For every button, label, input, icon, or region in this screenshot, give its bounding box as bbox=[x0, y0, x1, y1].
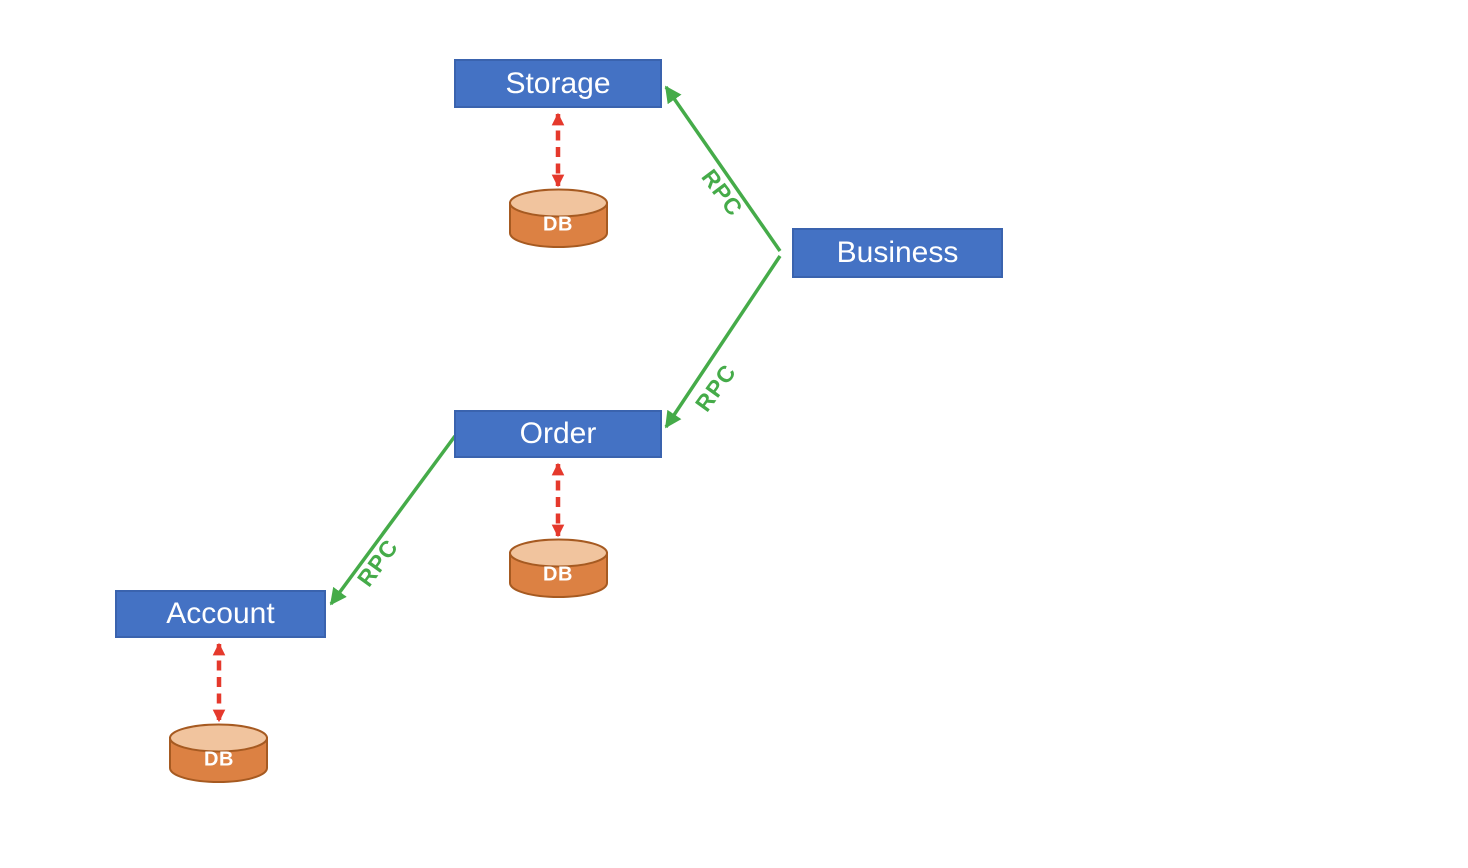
edge-business-to-storage bbox=[664, 85, 782, 252]
node-label-order: Order bbox=[519, 417, 597, 450]
db-cylinder-order bbox=[509, 538, 608, 598]
db-label-account: DB bbox=[204, 748, 234, 771]
db-cylinder-account bbox=[169, 723, 268, 783]
edge-business-to-order bbox=[664, 255, 782, 429]
db-cylinder-top bbox=[509, 538, 608, 568]
service-node-business: Business bbox=[792, 228, 1003, 278]
db-cylinder-storage bbox=[509, 188, 608, 248]
node-label-storage: Storage bbox=[505, 66, 611, 100]
service-node-storage: Storage bbox=[454, 59, 662, 108]
edge-order-to-account bbox=[329, 434, 457, 606]
db-label-order: DB bbox=[543, 563, 573, 586]
node-label-account: Account bbox=[166, 597, 275, 630]
db-cylinder-top bbox=[169, 723, 268, 753]
service-node-account: Account bbox=[115, 590, 326, 638]
node-label-business: Business bbox=[836, 236, 959, 269]
db-label-storage: DB bbox=[543, 213, 573, 236]
db-cylinder-top bbox=[509, 188, 608, 218]
service-node-order: Order bbox=[454, 410, 662, 458]
